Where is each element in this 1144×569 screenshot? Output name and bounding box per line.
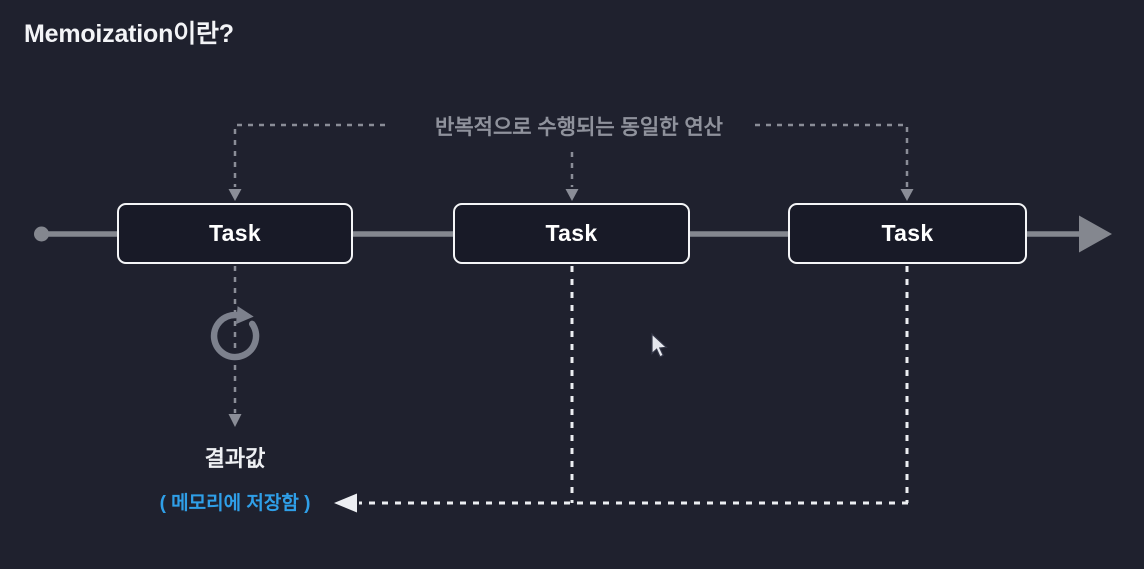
refresh-icon [210, 311, 260, 361]
task-label: Task [209, 220, 261, 246]
task-box-1: Task [117, 203, 353, 264]
refresh-icon-arrowhead [236, 306, 254, 325]
mouse-cursor-icon [651, 332, 668, 358]
pipeline-start-dot [34, 226, 49, 242]
top-caption: 반복적으로 수행되는 동일한 연산 [435, 116, 723, 139]
task-box-3: Task [788, 203, 1027, 264]
task-label: Task [881, 220, 934, 246]
down-arrow-icon [228, 189, 242, 201]
caption-connector-left [233, 123, 385, 187]
down-arrow-icon [228, 414, 242, 427]
right-arrow-icon [1079, 215, 1112, 253]
page-title: Memoization이란? [24, 20, 234, 48]
down-arrow-icon [565, 189, 579, 201]
caption-connector-right [755, 123, 909, 187]
result-label: 결과값 [204, 446, 266, 471]
left-arrow-icon [334, 493, 357, 513]
down-arrow-icon [900, 189, 914, 201]
task-box-2: Task [453, 203, 690, 264]
memory-note: ( 메모리에 저장함 ) [159, 493, 311, 514]
task-label: Task [545, 220, 598, 246]
